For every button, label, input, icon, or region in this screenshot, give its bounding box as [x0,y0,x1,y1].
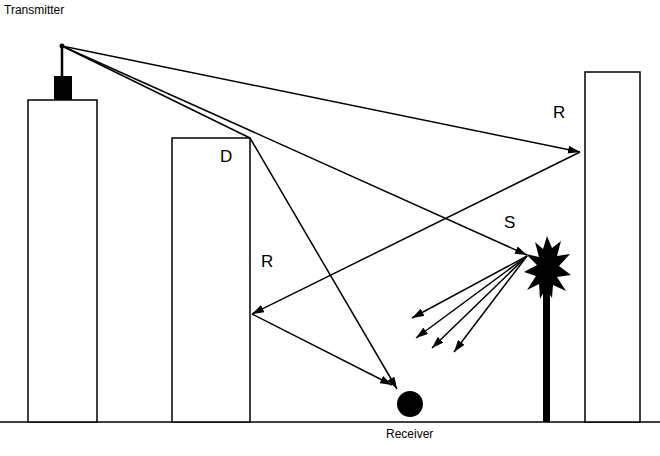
reflection-label: R [261,253,273,272]
ray [252,152,580,314]
diffraction-label: D [220,148,232,167]
antenna-base [54,76,72,100]
ray [62,46,250,138]
ray [250,138,397,389]
ray [62,46,580,152]
ray [252,314,392,385]
scattered-ray [454,256,527,352]
building [28,100,97,422]
receiver-label: Receiver [386,428,433,441]
reflection-label: R [553,104,565,123]
scattered-ray [432,256,527,348]
ground-line [0,421,660,423]
building [585,72,640,422]
transmitter-label: Transmitter [4,4,64,17]
building [172,138,250,422]
scattered-ray [412,256,527,318]
tree-crown [524,236,571,299]
scattered-ray [416,256,527,338]
ray [62,46,527,255]
tree-trunk [543,285,550,422]
antenna-mast [61,46,64,76]
receiver-symbol [397,391,423,417]
scattering-label: S [504,214,515,233]
